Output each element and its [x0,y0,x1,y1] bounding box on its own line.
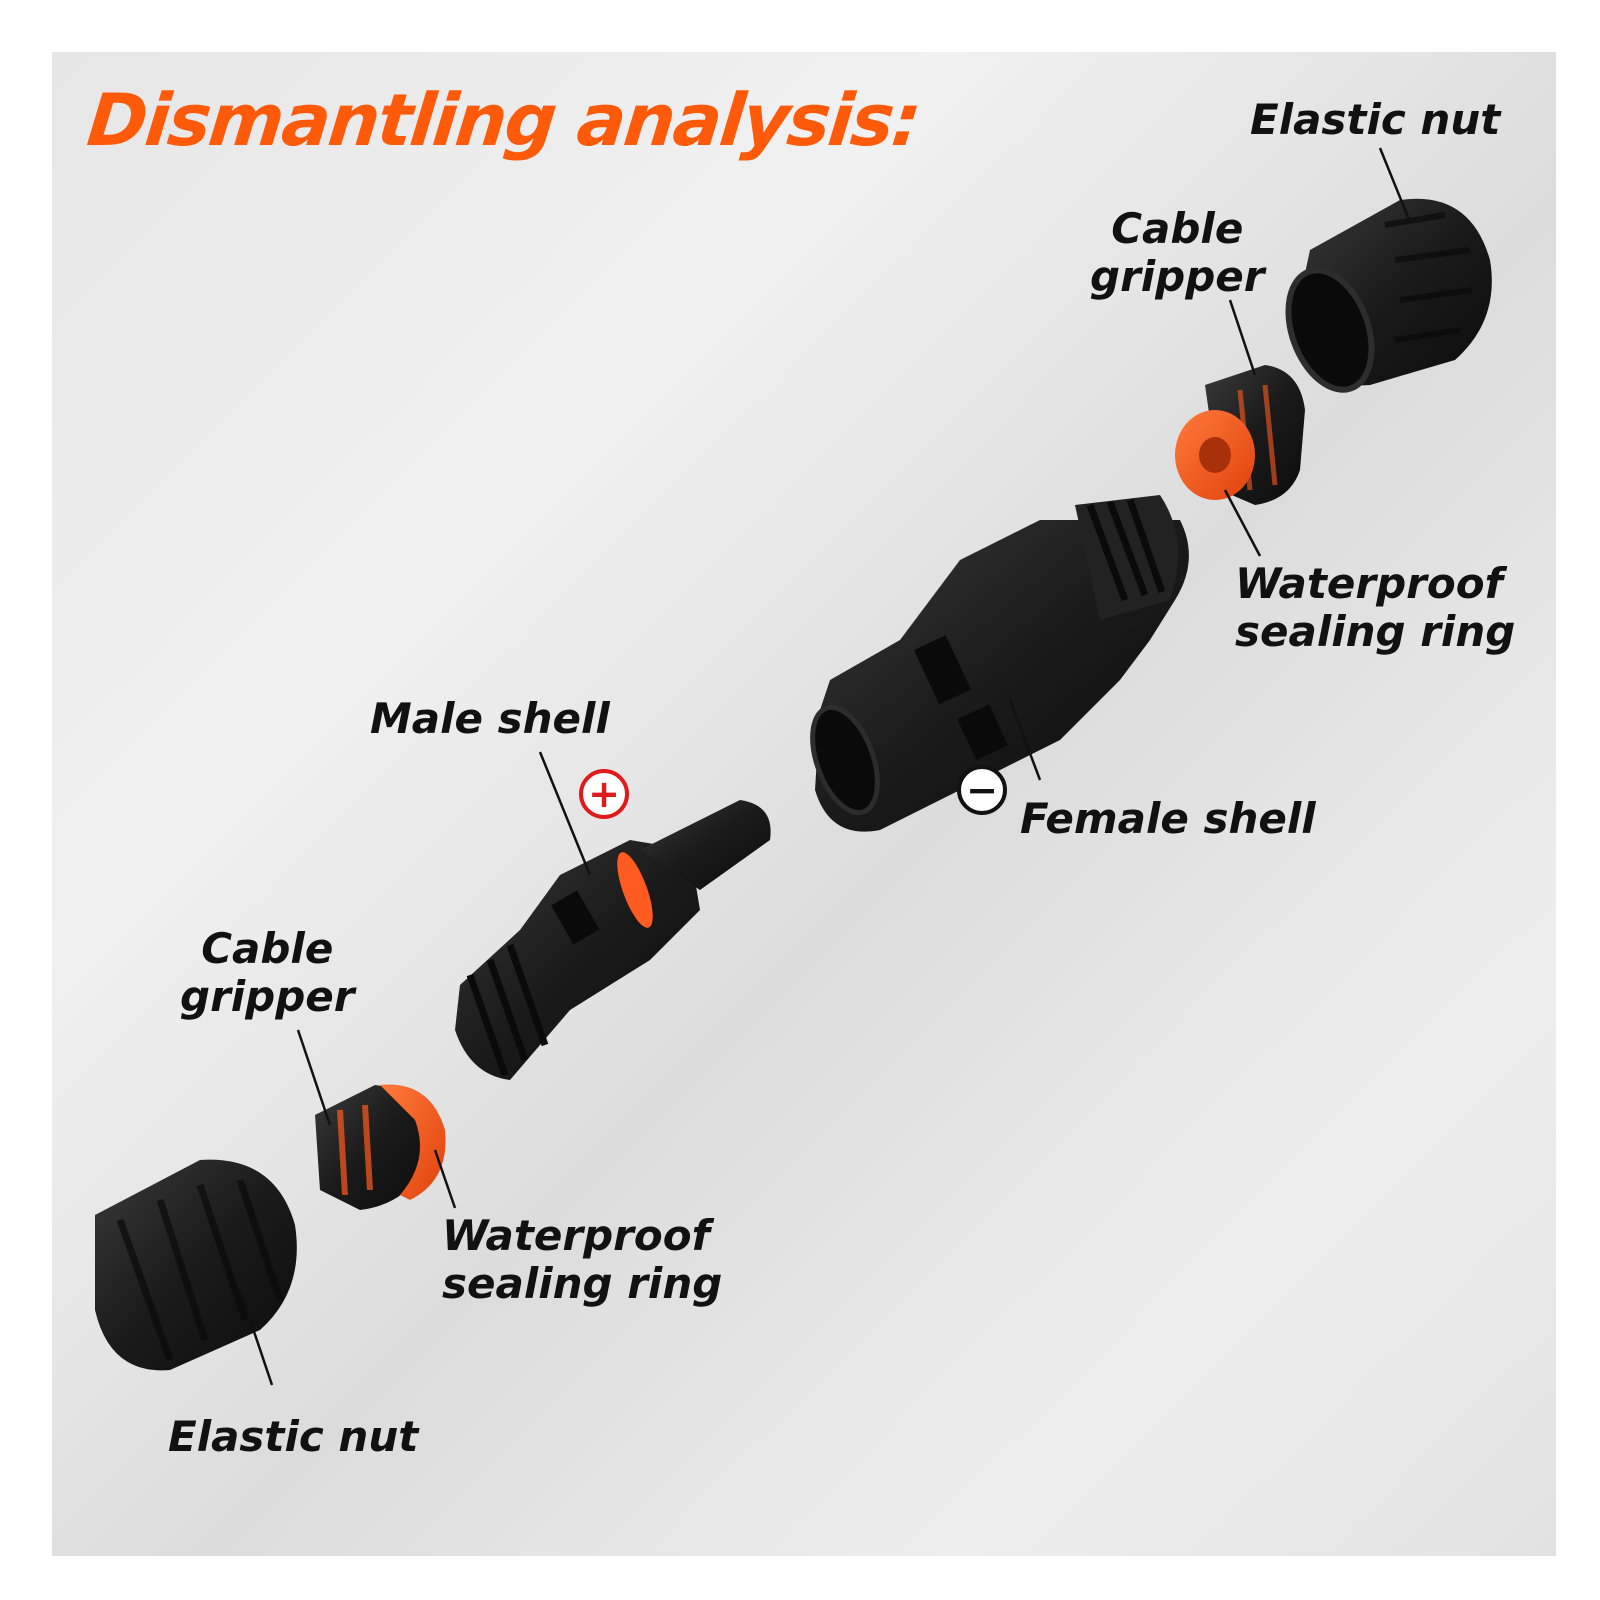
minus-text: − [966,768,998,812]
label-cable-gripper-bottom: Cable gripper [180,925,355,1021]
male-shell [455,800,771,1080]
label-waterproof-ring-top: Waterproof sealing ring [1235,560,1515,656]
label-line: sealing ring [442,1259,723,1308]
waterproof-ring-bottom-shape [380,1084,446,1200]
label-elastic-nut-bottom: Elastic nut [168,1412,419,1461]
label-line: gripper [180,972,355,1021]
label-line: Waterproof [1235,559,1503,608]
label-waterproof-ring-bottom: Waterproof sealing ring [442,1212,722,1308]
leader-lines [238,147,1412,1386]
label-elastic-nut-top: Elastic nut [1250,95,1501,144]
label-male-shell: Male shell [370,694,610,743]
label-line: sealing ring [1235,607,1516,656]
elastic-nut-bottom [95,1159,297,1371]
elastic-nut-top [1285,198,1492,393]
label-line: Cable [201,924,334,973]
plus-text: + [588,772,620,816]
label-cable-gripper-top: Cable gripper [1090,205,1265,301]
label-line: Cable [1111,204,1244,253]
label-line: gripper [1090,252,1265,301]
label-line: Waterproof [442,1211,710,1260]
female-shell [810,495,1189,832]
page-title: Dismantling analysis: [83,78,924,162]
label-female-shell: Female shell [1020,794,1316,843]
cable-gripper-bottom [315,1084,446,1210]
plus-icon: + [579,769,629,819]
cable-gripper-top [1175,365,1305,505]
minus-icon: − [957,765,1007,815]
